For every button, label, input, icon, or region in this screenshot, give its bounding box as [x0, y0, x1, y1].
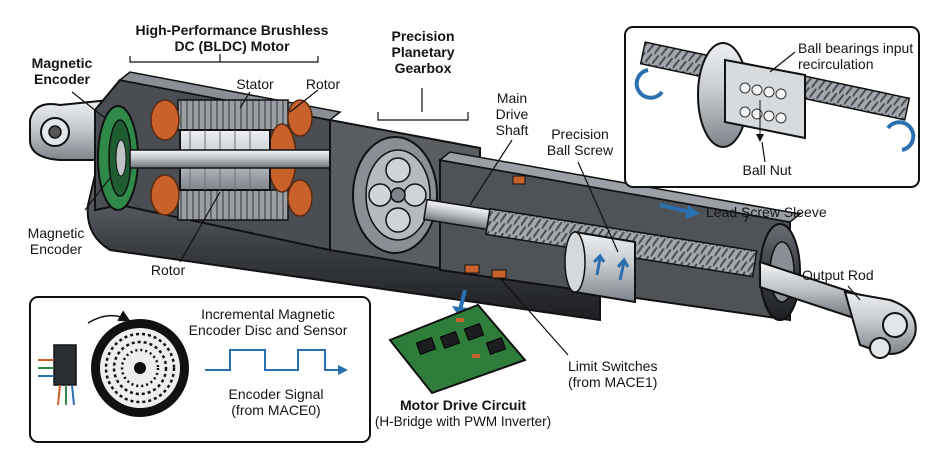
lower-housing-shell: [86, 173, 601, 322]
output-rod: [759, 260, 917, 359]
actuator-body: [29, 71, 917, 359]
label-stator: Stator: [236, 76, 274, 92]
label-encoder-signal: Encoder Signal (from MACE0): [228, 386, 324, 418]
ball-nut-inset: [624, 26, 920, 188]
label-motor-drive-circuit: Motor Drive Circuit: [399, 397, 527, 413]
label-main-drive-shaft: Main Drive Shaft: [495, 90, 529, 138]
label-ball-nut: Ball Nut: [742, 162, 792, 178]
label-output-rod: Output Rod: [802, 267, 874, 283]
label-magnetic-encoder-top: Magnetic Encoder: [31, 55, 93, 87]
magnetic-encoder-ring: [97, 105, 139, 211]
label-ball-bearings: Ball bearings input recirculation: [798, 40, 914, 72]
ball-nut-main: [564, 230, 636, 304]
down-arrow: [458, 289, 467, 311]
label-magnetic-encoder-side: Magnetic Encoder: [27, 225, 85, 257]
label-bldc-motor: High-Performance Brushless DC (BLDC) Mot…: [135, 22, 329, 54]
encoder-inset: [29, 296, 371, 443]
label-rotor-top: Rotor: [305, 76, 341, 92]
encoder-waveform: [205, 349, 340, 371]
label-encoder-disc: Incremental Magnetic Encoder Disc and Se…: [188, 306, 348, 338]
motion-arrow: [659, 203, 691, 214]
motor-shaft: [129, 149, 361, 169]
label-planetary-gearbox: Precision Planetary Gearbox: [391, 28, 455, 76]
label-limit-switches: Limit Switches (from MACE1): [568, 358, 658, 390]
motor-drive-pcb: [388, 303, 527, 395]
label-motor-drive-subtitle: (H-Bridge with PWM Inverter): [374, 414, 552, 429]
leader-lines: [71, 51, 861, 356]
label-precision-ball-screw: Precision Ball Screw: [546, 126, 614, 158]
label-rotor-bottom: Rotor: [150, 262, 186, 278]
limit-switches: [464, 175, 526, 279]
label-lead-screw-sleeve: Lead Screw Sleeve: [706, 204, 827, 220]
